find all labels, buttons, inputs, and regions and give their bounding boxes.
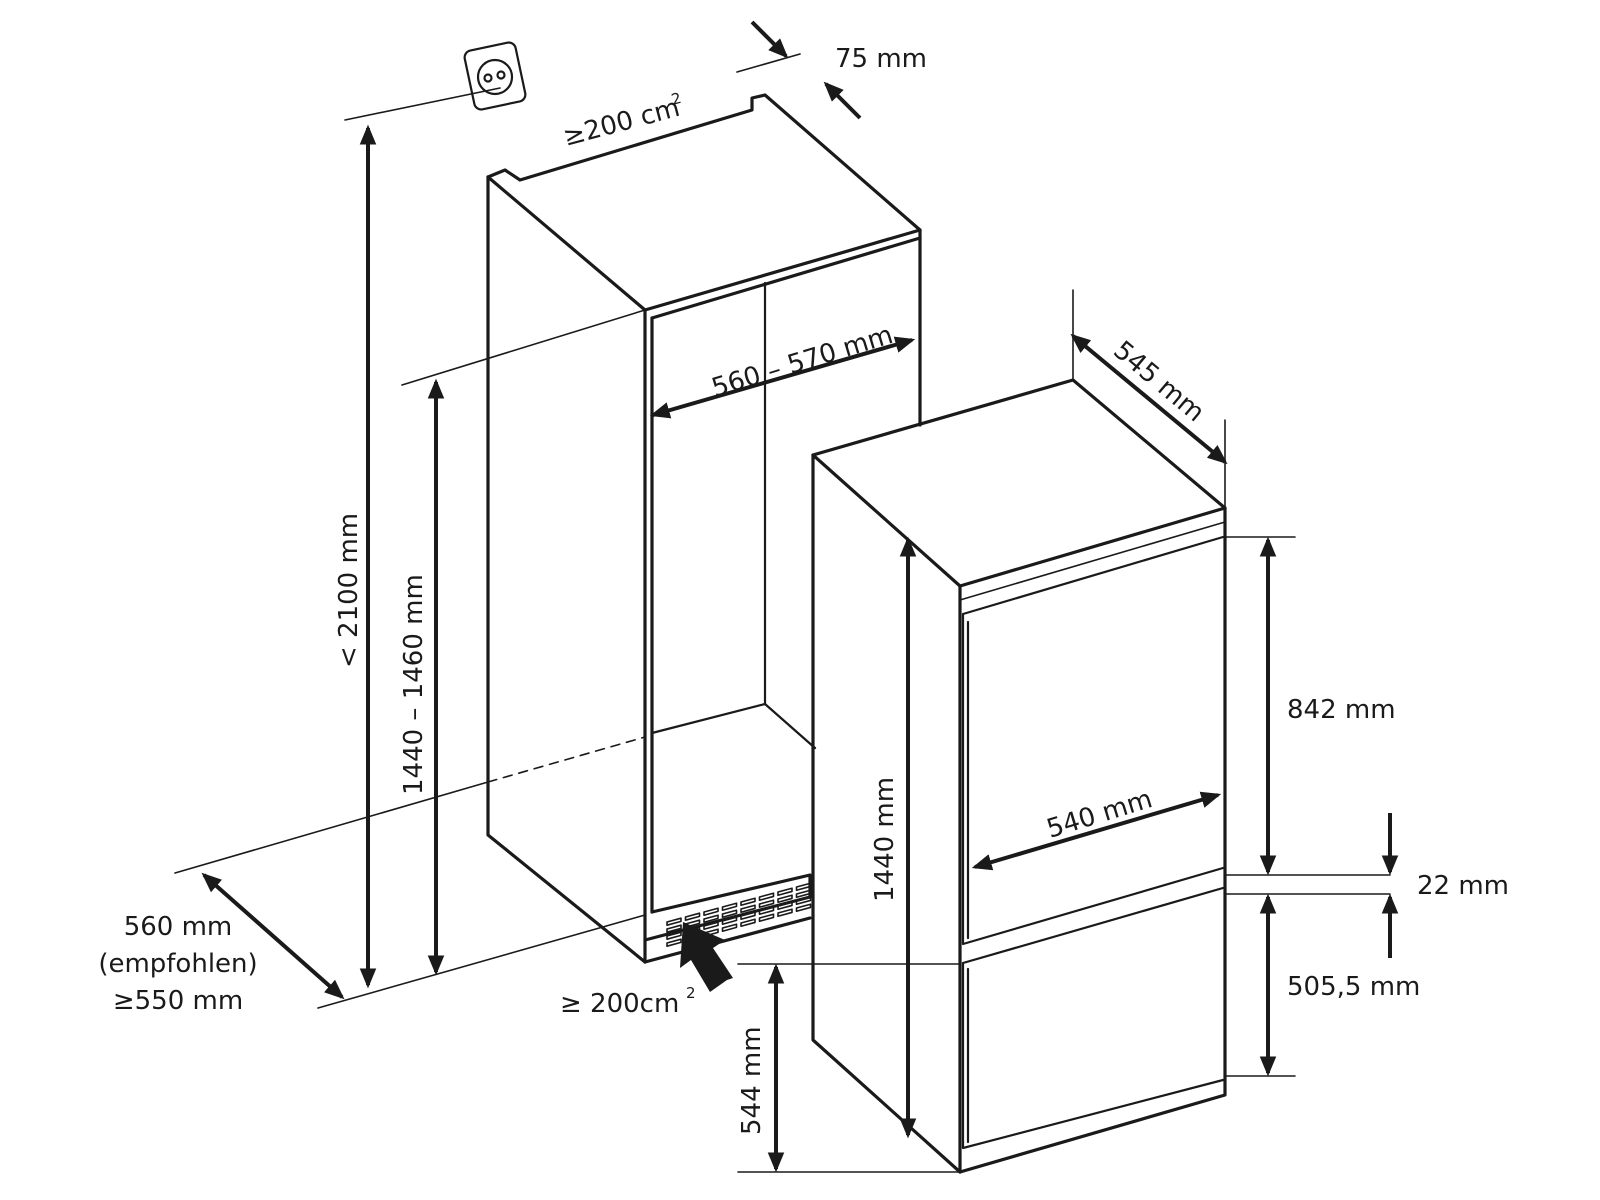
niche-plinth bbox=[643, 873, 812, 964]
niche-top-front-edge bbox=[650, 236, 922, 320]
appliance-left-side bbox=[811, 453, 962, 1174]
appliance-depth-arrow bbox=[1070, 333, 1228, 465]
appliance-depth-label: 545 mm bbox=[1108, 335, 1210, 428]
niche-inner-floor bbox=[650, 702, 817, 750]
niche-cabinet bbox=[486, 93, 922, 964]
niche-height-label: 1440 – 1460 mm bbox=[399, 574, 429, 795]
appliance-fridge bbox=[811, 378, 1227, 1174]
upper-door-top-edge bbox=[959, 521, 1226, 601]
niche-depth-label-line2: (empfohlen) bbox=[98, 949, 257, 979]
upper-door bbox=[961, 535, 1225, 946]
lower-section-height-label: 544 mm bbox=[737, 1026, 767, 1135]
top-gap-arrow-upper bbox=[750, 20, 789, 59]
niche-top-panel bbox=[486, 93, 922, 312]
top-gap-arrow-lower bbox=[823, 81, 862, 120]
niche-depth-label-line3: ≥550 mm bbox=[113, 986, 243, 1016]
niche-depth-arrow bbox=[201, 872, 345, 1000]
top-vent-area-label: ≥200 cm bbox=[560, 93, 683, 153]
airflow-arrow-icon bbox=[680, 922, 733, 992]
dimension-labels: 75 mm ≥200 cm 2 560 – 570 mm < 2100 mm 1… bbox=[98, 44, 1509, 1135]
niche-front-left-column bbox=[643, 308, 654, 964]
dimension-arrows bbox=[201, 20, 1399, 1173]
appliance-height-label: 1440 mm bbox=[870, 777, 900, 902]
appliance-width-arrow bbox=[971, 791, 1222, 871]
niche-width-label: 560 – 570 mm bbox=[708, 320, 896, 404]
niche-depth-label-line1: 560 mm bbox=[124, 912, 233, 942]
upper-door-height-label: 842 mm bbox=[1287, 695, 1396, 725]
bottom-vent-area-superscript: 2 bbox=[686, 984, 696, 1002]
top-vent-area-superscript: 2 bbox=[669, 89, 683, 109]
niche-left-panel bbox=[486, 175, 647, 964]
bottom-vent-area-label: ≥ 200cm bbox=[560, 989, 679, 1019]
appliance-width-label: 540 mm bbox=[1043, 784, 1156, 844]
door-gap-label: 22 mm bbox=[1417, 871, 1509, 901]
appliance-front-right bbox=[958, 506, 1227, 1174]
niche-width-arrow bbox=[649, 336, 916, 419]
total-height-label: < 2100 mm bbox=[334, 513, 364, 668]
top-opening-depth-label: 75 mm bbox=[835, 44, 927, 74]
niche-floor-dashed bbox=[487, 736, 646, 783]
lower-door-height-label: 505,5 mm bbox=[1287, 972, 1420, 1002]
lower-door bbox=[961, 886, 1225, 1150]
power-socket-icon bbox=[463, 41, 527, 111]
